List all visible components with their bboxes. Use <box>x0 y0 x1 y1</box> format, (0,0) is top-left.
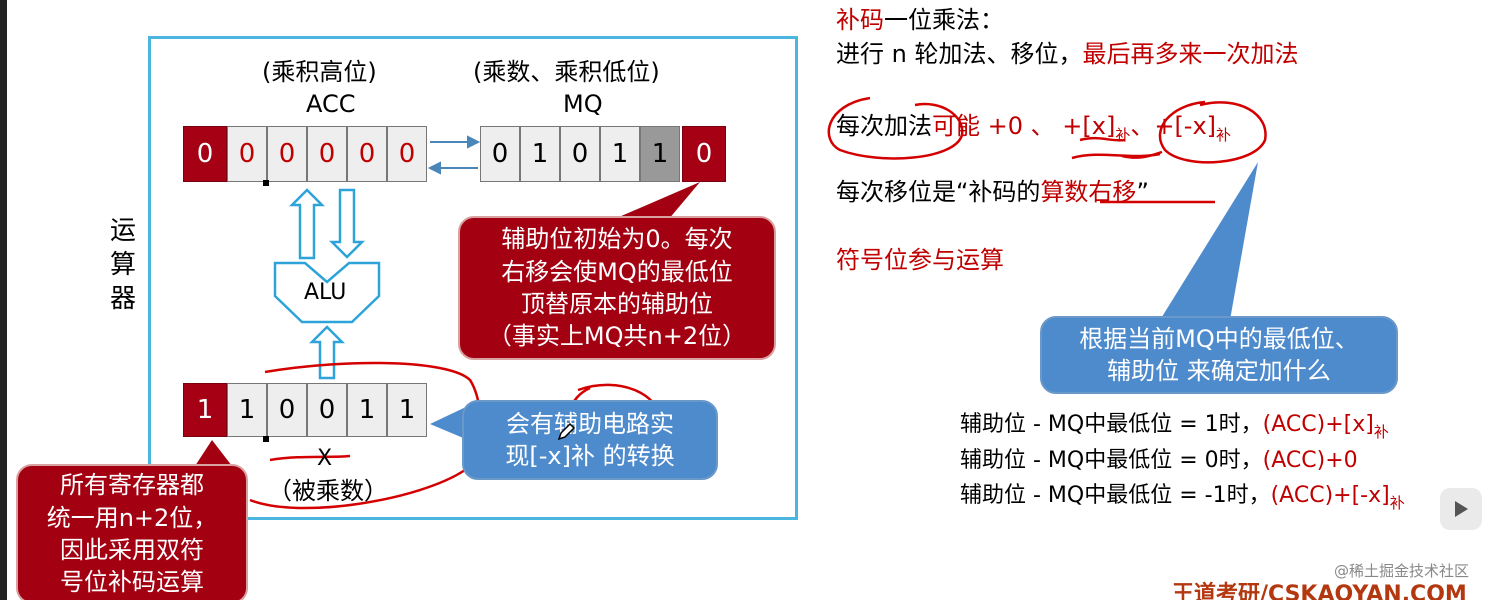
regs-callout-line: 因此采用双符 <box>60 536 204 564</box>
mq-cell: 1 <box>600 126 640 182</box>
slide-title: 补码一位乘法： <box>836 8 1004 32</box>
watermark: @稀土掘金技术社区 <box>1334 562 1470 580</box>
rule-condition: 辅助位 - MQ中最低位 = 0时， <box>960 448 1263 473</box>
additions-black: 每次加法 <box>836 112 932 140</box>
aux-callout-line: 顶替原本的辅助位 <box>521 290 713 318</box>
acc-label: ACC <box>306 90 356 118</box>
acc-point-dot <box>263 180 269 186</box>
aux-bit-callout: 辅助位初始为0。每次 右移会使MQ的最低位 顶替原本的辅助位 （事实上MQ共n+… <box>458 216 776 360</box>
shift-red: 算数右移 <box>1040 178 1137 206</box>
alu-diagram-frame <box>148 36 798 520</box>
shift-black: 每次移位是“补码的 <box>836 178 1041 206</box>
mq-auxiliary-bit-cell: 0 <box>682 126 726 182</box>
title-black: 一位乘法： <box>884 6 1004 34</box>
side-label-char: 器 <box>110 284 137 314</box>
additions-sep: 、 <box>1130 112 1155 140</box>
title-red: 补码 <box>836 6 884 34</box>
registers-callout: 所有寄存器都 统一用n+2位， 因此采用双符 号位补码运算 <box>16 464 248 600</box>
circuit-callout-line: 会有辅助电路实 <box>506 409 674 438</box>
x-point-dot <box>263 436 269 442</box>
acc-cell: 0 <box>387 126 427 182</box>
additions-sub: 补 <box>1115 126 1131 144</box>
acc-cell: 0 <box>227 126 267 182</box>
x-to-alu-arrow <box>308 325 346 380</box>
side-label-char: 运 <box>110 216 137 246</box>
alu-label: ALU <box>304 280 347 305</box>
mq-cell: 0 <box>480 126 520 182</box>
regs-callout-line: 所有寄存器都 <box>60 471 204 500</box>
aux-callout-line: （事实上MQ共n+2位） <box>487 322 747 351</box>
circuit-callout-line: 现[-x]补 的转换 <box>505 442 675 470</box>
shift-black-end: ” <box>1136 178 1149 206</box>
acc-cell: 0 <box>267 126 307 182</box>
x-caption: （被乘数） <box>268 477 388 505</box>
rule-row: 辅助位 - MQ中最低位 = 1时，(ACC)+[x]补 <box>960 414 1389 440</box>
acc-cell: 0 <box>307 126 347 182</box>
regs-callout-line: 统一用n+2位， <box>46 503 218 532</box>
aux-callout-line: 右移会使MQ的最低位 <box>501 257 733 286</box>
left-edge-strip <box>0 0 7 600</box>
alu-to-acc-arrow <box>288 188 326 260</box>
aux-callout-tail <box>612 182 700 220</box>
rule-row: 辅助位 - MQ中最低位 = -1时，(ACC)+[-x]补 <box>960 485 1405 511</box>
circuit-callout-tail <box>430 406 468 440</box>
rule-row: 辅助位 - MQ中最低位 = 0时，(ACC)+0 <box>960 450 1358 472</box>
brand-footer: 王道考研/CSKAOYAN.COM <box>1172 582 1467 600</box>
decision-callout-line: 根据当前MQ中的最低位、 <box>1079 324 1359 353</box>
x-cell: 1 <box>387 383 427 437</box>
alu-shape <box>273 261 381 324</box>
mq-lowest-bit-cell: 1 <box>640 126 680 182</box>
acc-cell: 0 <box>347 126 387 182</box>
line-shift: 每次移位是“补码的算数右移” <box>836 180 1149 204</box>
x-cell: 1 <box>347 383 387 437</box>
regs-callout-line: 号位补码运算 <box>60 568 204 597</box>
rule-condition: 辅助位 - MQ中最低位 = -1时， <box>960 483 1271 508</box>
right-callout-tail <box>1160 162 1258 320</box>
decision-callout: 根据当前MQ中的最低位、 辅助位 来确定加什么 <box>1040 316 1398 394</box>
rule-condition: 辅助位 - MQ中最低位 = 1时， <box>960 412 1263 437</box>
line-additions: 每次加法可能 +0 、 +[x]补、+[-x]补 <box>836 114 1231 143</box>
mq-cell: 0 <box>560 126 600 182</box>
circuit-callout: 会有辅助电路实 现[-x]补 的转换 <box>462 400 718 480</box>
play-button-icon[interactable] <box>1440 488 1482 530</box>
mq-caption: (乘数、乘积低位) <box>473 58 660 86</box>
pen-cursor-icon <box>556 422 576 442</box>
x-label: X <box>317 446 333 471</box>
acc-sign-cell: 0 <box>183 126 227 182</box>
mq-cell: 1 <box>520 126 560 182</box>
acc-caption: (乘积高位) <box>262 58 377 86</box>
additions-red: 可能 +0 、 +[x] <box>932 112 1116 140</box>
rule-operation: (ACC)+[x] <box>1262 412 1374 437</box>
rounds-black: 进行 n 轮加法、移位， <box>836 40 1083 68</box>
rule-sub: 补 <box>1373 423 1389 441</box>
acc-mq-arrows <box>427 135 481 175</box>
aux-callout-line: 辅助位初始为0。每次 <box>501 225 733 254</box>
rule-operation: (ACC)+[-x] <box>1270 483 1390 508</box>
rule-operation: (ACC)+0 <box>1262 448 1358 473</box>
rounds-red: 最后再多来一次加法 <box>1082 40 1299 68</box>
side-label-char: 算 <box>110 250 137 280</box>
rule-sub: 补 <box>1389 494 1405 512</box>
x-sign-cell: 1 <box>183 383 227 437</box>
x-cell: 1 <box>227 383 267 437</box>
mq-label: MQ <box>563 90 603 118</box>
acc-to-alu-arrow <box>328 188 366 259</box>
line-rounds: 进行 n 轮加法、移位，最后再多来一次加法 <box>836 42 1298 66</box>
x-cell: 0 <box>267 383 307 437</box>
additions-red2: +[-x] <box>1154 112 1217 140</box>
additions-sub2: 补 <box>1216 126 1232 144</box>
decision-callout-line: 辅助位 来确定加什么 <box>1107 357 1331 385</box>
x-cell: 0 <box>307 383 347 437</box>
line-sign-bit: 符号位参与运算 <box>836 246 1004 274</box>
regs-callout-tail <box>195 440 232 466</box>
